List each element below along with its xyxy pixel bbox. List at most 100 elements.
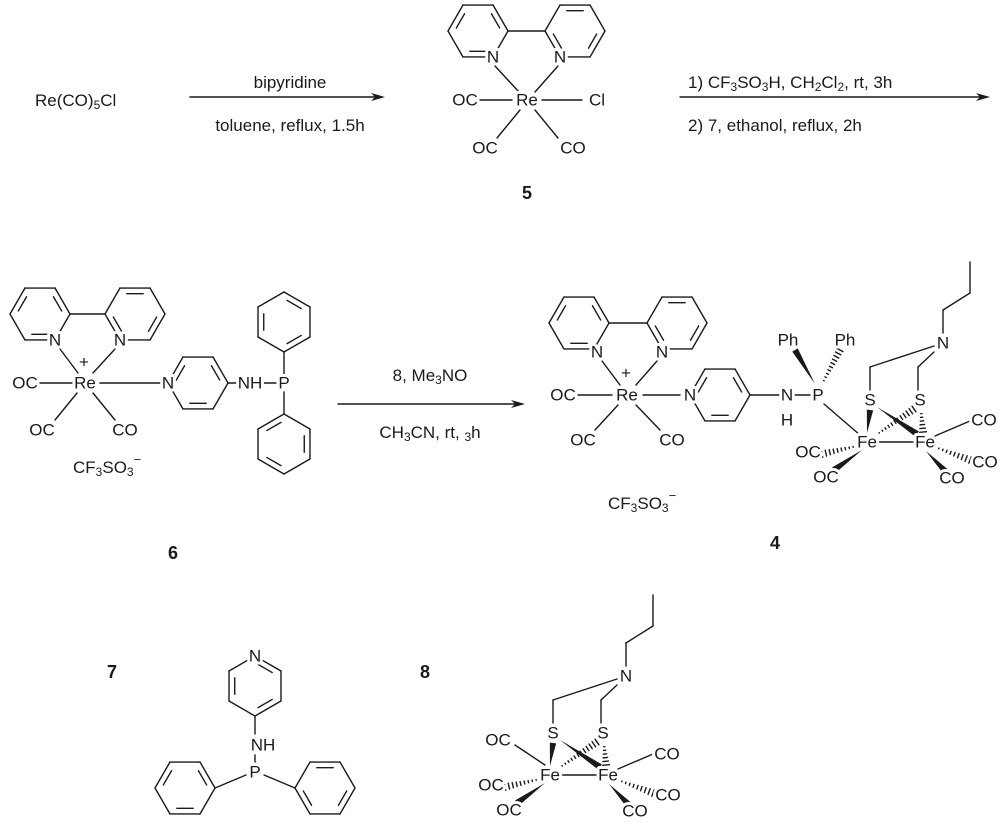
ring-bond xyxy=(283,291,311,308)
hash-bond xyxy=(956,452,960,459)
reaction-arrow-1 xyxy=(189,93,385,101)
text-segment: 8, Me xyxy=(393,366,436,385)
atom-n: N xyxy=(49,331,61,350)
text-segment: 2 xyxy=(815,80,822,94)
ring-double-bond xyxy=(257,663,273,674)
hash-bond xyxy=(968,456,972,464)
cation-charge: + xyxy=(79,353,89,372)
hash-bond xyxy=(647,788,651,796)
phenyl-ring-left xyxy=(154,761,216,815)
reaction-arrow-2 xyxy=(679,93,990,101)
step2-condition-1: 1) CF3SO3H, CH2Cl2, rt, 3h xyxy=(688,73,892,95)
bond xyxy=(534,65,559,93)
atom-co: CO xyxy=(972,453,998,472)
step3-reagent: 8, Me3NO xyxy=(393,366,468,388)
atom-s: S xyxy=(547,724,558,743)
hash-bond xyxy=(964,455,968,463)
hash-bond xyxy=(570,757,574,761)
hash-bond xyxy=(567,760,570,763)
start-material-re-co5-cl: Re(CO)5Cl xyxy=(35,91,116,113)
bipyridine-ring-right xyxy=(544,4,606,58)
bond xyxy=(823,403,861,436)
ring-bond xyxy=(492,4,509,32)
hash-bond xyxy=(624,781,627,785)
atom-phenyl: Ph xyxy=(778,331,799,350)
reaction-arrow-3 xyxy=(337,400,525,408)
atom-nh: NH xyxy=(238,374,263,393)
text-segment: 3 xyxy=(662,501,669,515)
ring-double-bond xyxy=(490,13,501,29)
ring-bond xyxy=(104,287,121,315)
text-segment: 3 xyxy=(96,465,103,479)
ring-double-bond xyxy=(689,325,700,341)
ring-bond xyxy=(593,296,610,324)
wedge-bond xyxy=(549,742,557,766)
bond xyxy=(934,420,971,437)
ring-bond xyxy=(646,322,663,350)
hash-bond xyxy=(953,451,956,457)
bond xyxy=(869,345,935,368)
hash-bond xyxy=(632,783,635,788)
hash-bond xyxy=(844,446,847,451)
wedge-bond xyxy=(515,783,545,806)
ring-bond xyxy=(589,4,606,32)
atom-s: S xyxy=(914,391,925,410)
atom-p: P xyxy=(812,386,823,405)
ring-bond xyxy=(199,787,216,815)
atom-n-amine: N xyxy=(620,667,632,686)
atom-co: CO xyxy=(654,745,680,764)
arrow-head xyxy=(371,93,385,101)
text-segment: CH xyxy=(379,423,404,442)
compound-label-6: 6 xyxy=(168,543,178,563)
hash-bond xyxy=(945,449,948,454)
pyridine-ring xyxy=(689,368,751,422)
ring-bond xyxy=(339,761,356,789)
text-segment: 2) 7, ethanol, reflux, 2h xyxy=(688,116,862,135)
hash-bond xyxy=(908,407,914,415)
text-segment: , rt, 3h xyxy=(844,73,892,92)
hash-bond xyxy=(601,763,611,767)
start-material-formula: Re(CO)5Cl xyxy=(35,91,116,113)
text-segment: SO xyxy=(102,458,127,477)
ring-bond xyxy=(646,296,663,324)
ring-double-bond xyxy=(286,334,302,345)
bond xyxy=(600,684,618,701)
hash-bond xyxy=(830,361,836,366)
hash-bond xyxy=(827,369,832,372)
hash-bond xyxy=(905,410,910,417)
bond xyxy=(214,774,247,789)
hash-bond xyxy=(887,424,891,428)
ring-double-bond xyxy=(175,365,186,381)
hash-bond xyxy=(918,430,928,434)
step1-reagent: bipyridine xyxy=(254,73,327,92)
ring-bond xyxy=(283,458,311,475)
bond xyxy=(917,351,935,368)
hash-bond xyxy=(960,453,964,461)
hash-bond xyxy=(564,762,567,765)
text-segment: − xyxy=(134,452,142,467)
atom-n-amide: N xyxy=(781,386,793,405)
ring-double-bond xyxy=(162,770,173,786)
ring-bond xyxy=(154,761,171,789)
ring-bond xyxy=(447,4,464,32)
ring-bond xyxy=(199,761,216,789)
arrow-head xyxy=(976,93,990,101)
text-segment: Re(CO) xyxy=(35,91,94,110)
atom-n: N xyxy=(656,343,668,362)
text-segment: CN, rt, xyxy=(411,423,465,442)
ring-bond xyxy=(254,655,282,672)
atom-phenyl: Ph xyxy=(835,331,856,350)
ring-bond xyxy=(167,382,184,410)
hash-bond xyxy=(941,448,944,452)
ring-double-bond xyxy=(210,365,221,381)
hash-bond xyxy=(527,779,530,784)
hash-bond xyxy=(511,781,515,789)
hash-bond xyxy=(828,448,832,456)
phenyl-ring-lower xyxy=(257,413,311,475)
bond xyxy=(942,292,971,311)
hash-bond xyxy=(893,419,897,425)
atom-fe: Fe xyxy=(598,766,618,785)
atom-co: CO xyxy=(971,411,997,430)
hash-bond xyxy=(832,448,835,455)
